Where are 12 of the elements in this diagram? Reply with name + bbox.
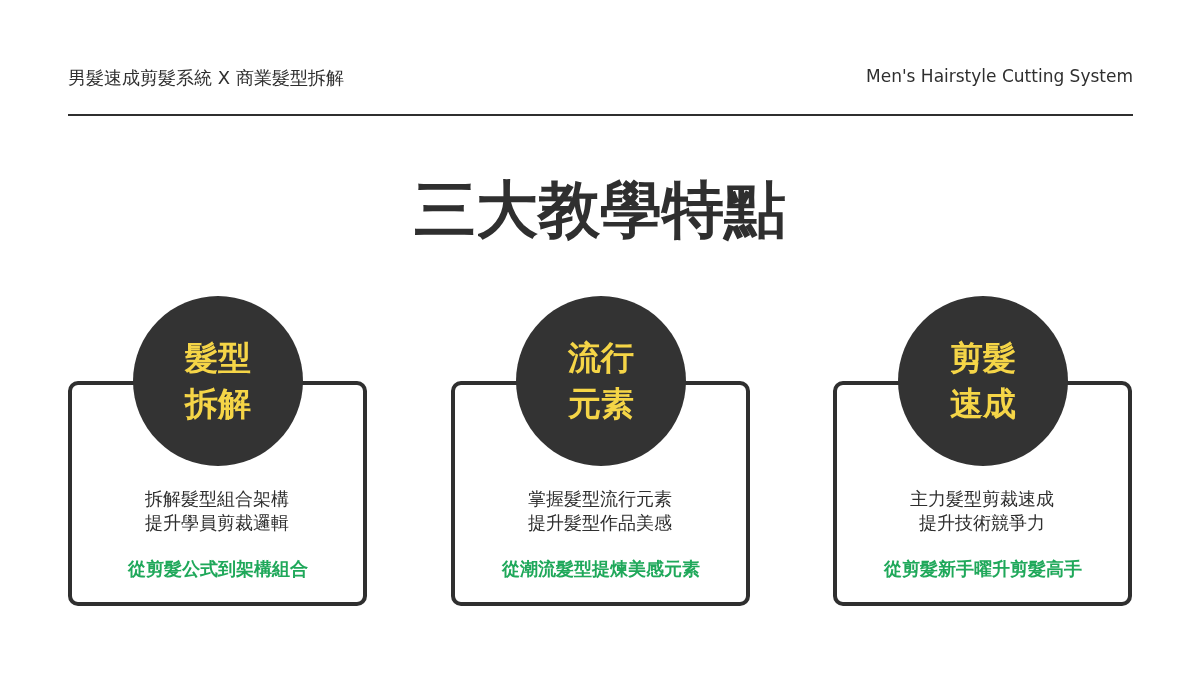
- circle-heading: 剪髮速成: [949, 337, 1017, 425]
- circle-heading: 流行元素: [567, 337, 635, 425]
- feature-description: 拆解髮型組合架構提升學員剪裁邏輯: [144, 487, 291, 535]
- feature-description: 掌握髮型流行元素提升髮型作品美感: [527, 487, 674, 535]
- feature-tagline: 從潮流髮型提煉美感元素: [500, 557, 701, 581]
- feature-description: 主力髮型剪裁速成提升技術競爭力: [909, 487, 1056, 535]
- feature-tagline: 從剪髮新手曜升剪髮高手: [882, 557, 1083, 581]
- feature-tagline: 從剪髮公式到架構組合: [126, 557, 309, 581]
- header-title: 男髮速成剪髮系統 X 商業髮型拆解: [68, 66, 344, 90]
- slide-title: 三大教學特點: [413, 172, 787, 248]
- circle-heading: 髮型拆解: [183, 337, 252, 425]
- header-subtitle: Men's Hairstyle Cutting System: [866, 66, 1133, 86]
